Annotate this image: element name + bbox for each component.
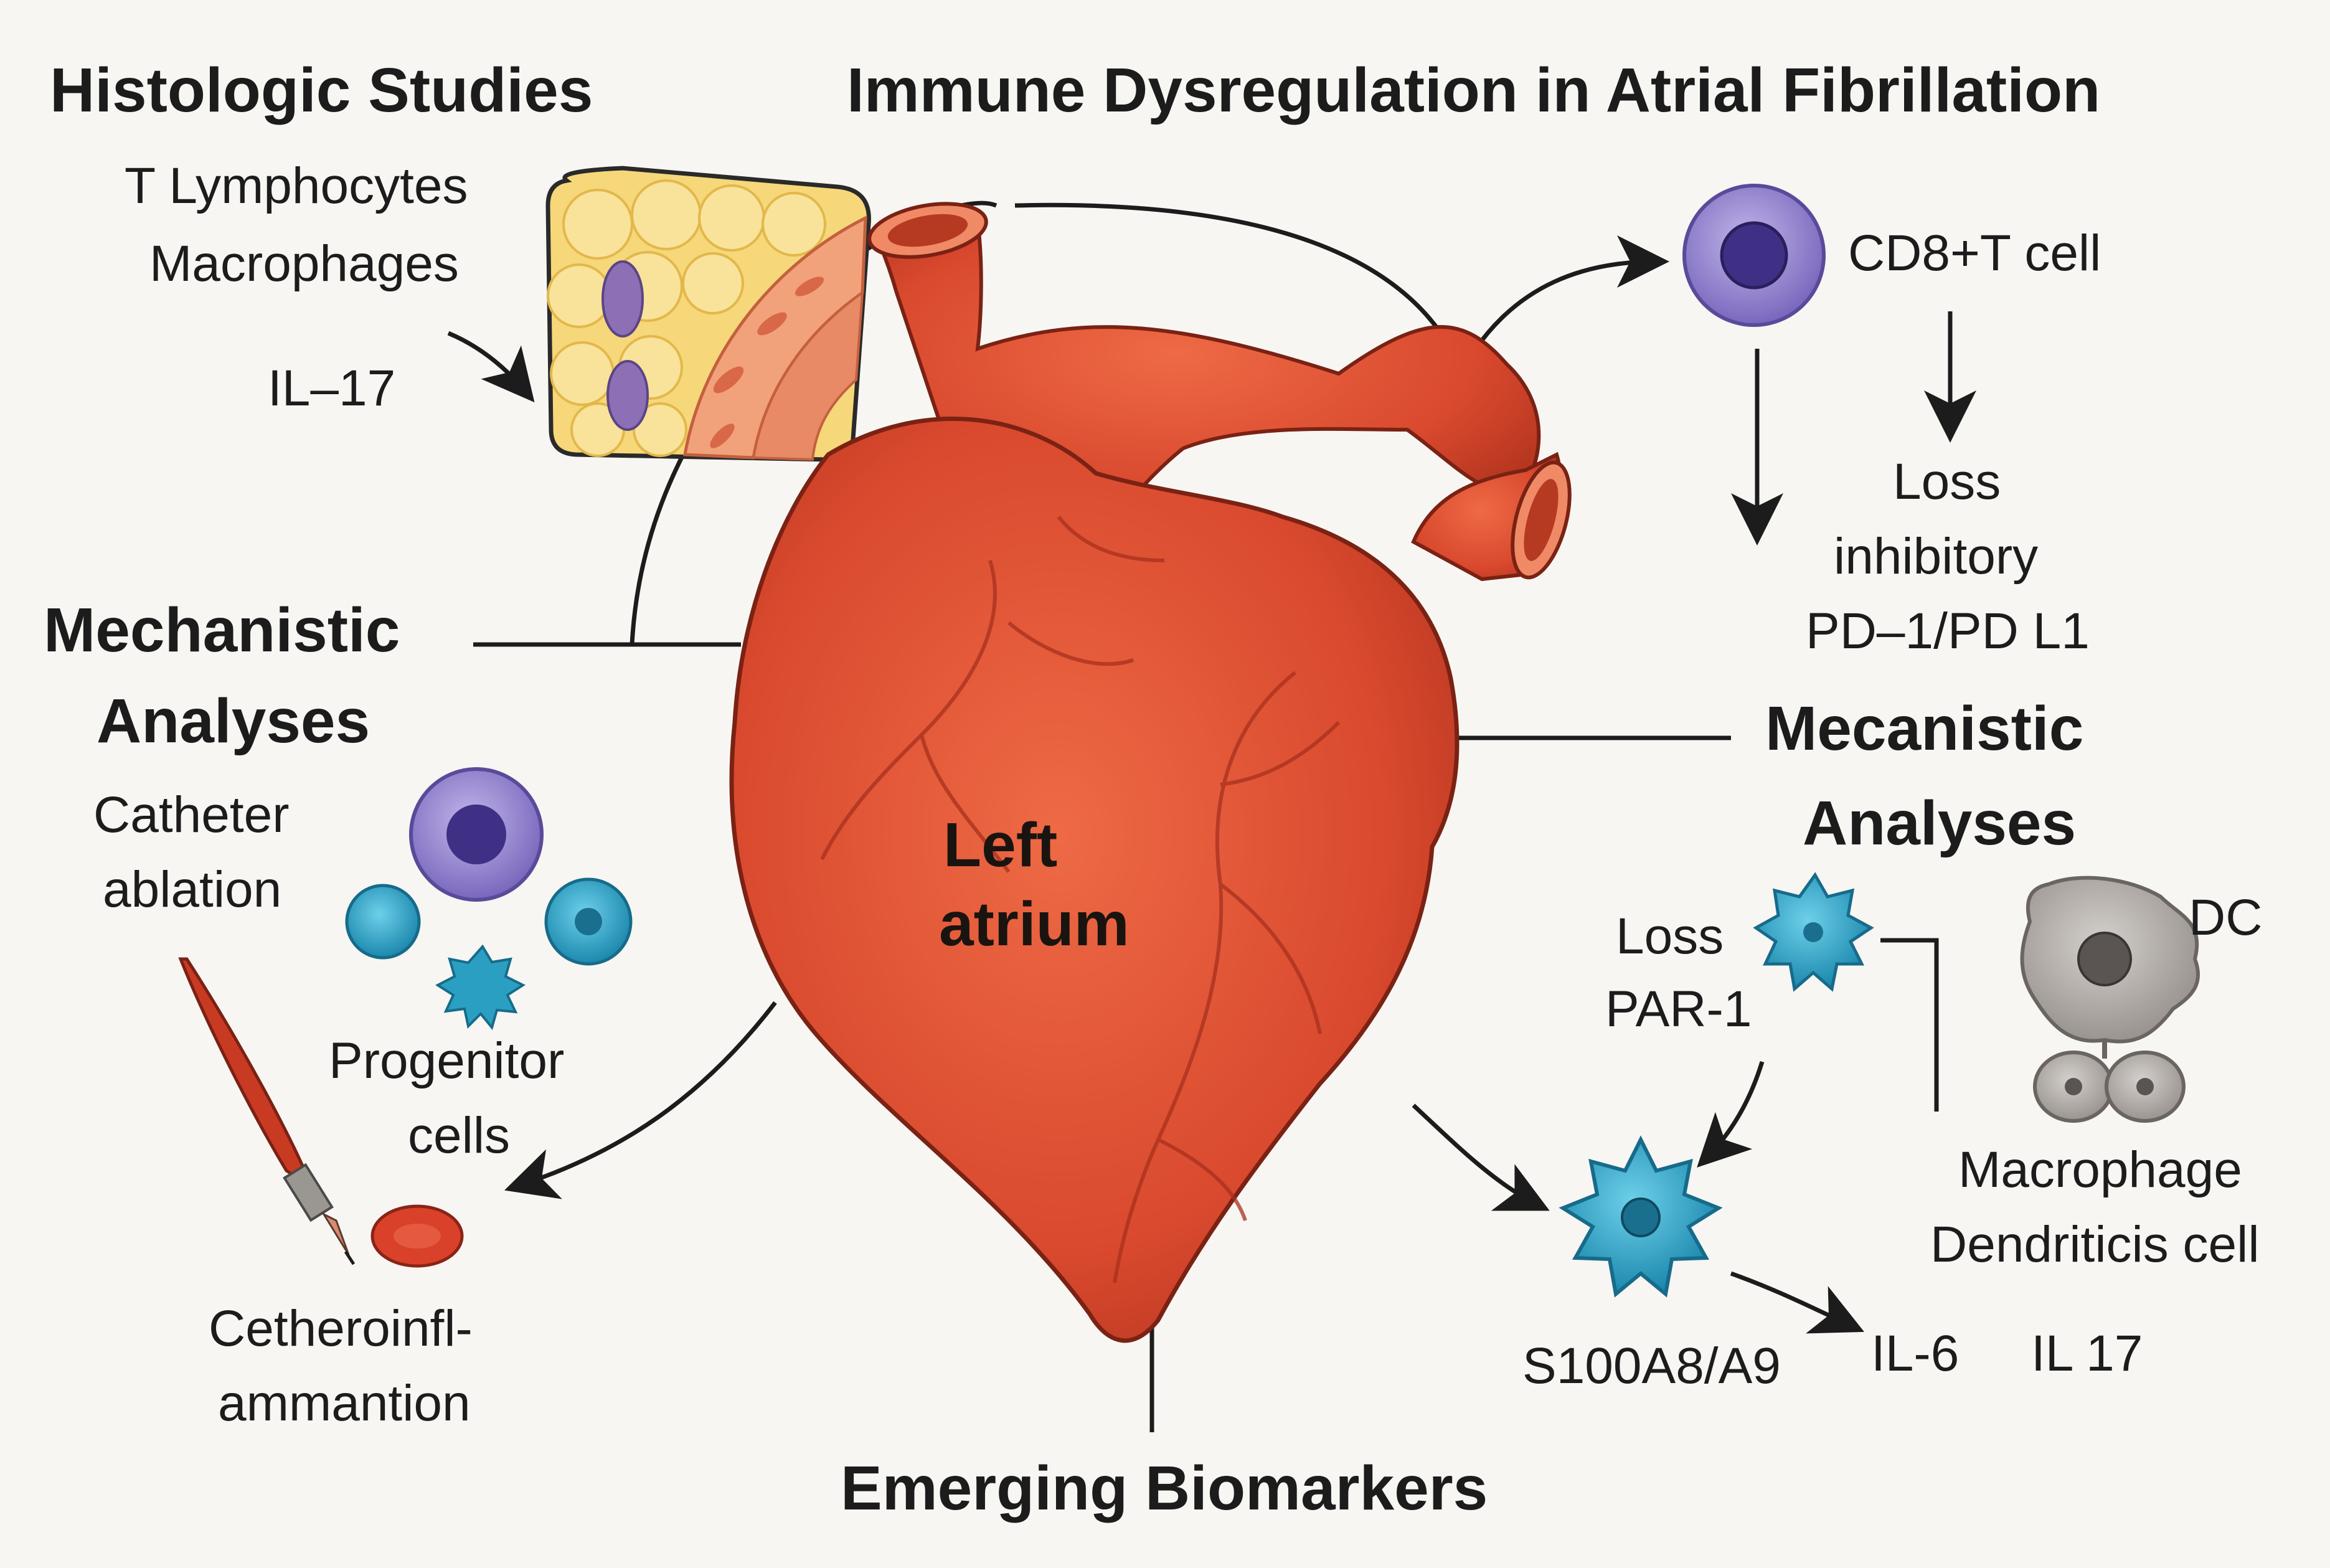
s100-cell-image — [1559, 1135, 1723, 1298]
progenitor-cells-image — [345, 767, 633, 1031]
t-lymphocytes-label: T Lymphocytes — [125, 158, 468, 214]
catheter-image — [178, 957, 356, 1265]
arc-right-line — [1014, 202, 1453, 350]
left-atrium-line1: Left — [943, 810, 1058, 880]
par1-label: PAR-1 — [1605, 981, 1752, 1037]
ammantion-label: ammantion — [218, 1375, 471, 1432]
cd8-t-cell-label: CD8+T cell — [1848, 225, 2101, 281]
histologic-studies-heading: Histologic Studies — [50, 55, 593, 125]
il17-right-label: IL 17 — [2031, 1325, 2143, 1382]
diagram-title: Immune Dysregulation in Atrial Fibrillat… — [847, 55, 2101, 125]
pd1-pdl1-label: PD–1/PD L1 — [1806, 603, 2090, 659]
il17-left-label: IL–17 — [268, 360, 396, 417]
mecanistic-analyses-line2: Analyses — [1803, 788, 2077, 858]
lymphocyte-cell — [601, 260, 644, 338]
il17-arrow — [447, 331, 535, 403]
progenitor-label: Progenitor — [329, 1032, 565, 1089]
macrophages-label: Macrophages — [149, 235, 459, 292]
par1-s100-arrow — [1697, 1060, 1765, 1168]
spiky-progenitor-cell — [435, 944, 526, 1031]
ablation-label: ablation — [103, 861, 282, 918]
mecanistic-analyses-line1: Mecanistic — [1765, 694, 2084, 763]
par1-bracket — [1880, 938, 1939, 1112]
dc-macrophage-image — [2020, 876, 2200, 1123]
mechanistic-analyses-line2: Analyses — [97, 686, 370, 756]
dendriticis-cell-label: Dendriticis cell — [1930, 1216, 2260, 1273]
il6-label: IL-6 — [1871, 1325, 1960, 1382]
heart-s100-arrow — [1412, 1103, 1550, 1211]
cd8-arrow — [1474, 235, 1669, 351]
s100a8-a9-label: S100A8/A9 — [1522, 1338, 1781, 1394]
mechanistic-analyses-line1: Mechanistic — [44, 595, 400, 665]
macrophage-cell — [606, 360, 649, 431]
cetheroinfl-label: Cetheroinfl- — [209, 1300, 473, 1357]
histology-tissue-image — [545, 166, 871, 462]
loss-inhibitory-line2: inhibitory — [1834, 528, 2039, 585]
loss-inhibitory-line1: Loss — [1893, 453, 2001, 510]
par1-cell-image — [1753, 872, 1874, 992]
heart-illustration — [729, 202, 1572, 1343]
red-blood-cell-image — [370, 1204, 464, 1268]
cd8-t-cell-image — [1682, 184, 1826, 327]
loss-par1-line1: Loss — [1616, 908, 1724, 965]
emerging-biomarkers-heading: Emerging Biomarkers — [841, 1453, 1488, 1523]
cells-label: cells — [408, 1107, 511, 1164]
arrows — [447, 235, 1976, 1334]
catheter-label: Catheter — [93, 786, 290, 843]
macrophage-label: Macrophage — [1958, 1141, 2242, 1198]
progenitor-arrow — [504, 1001, 777, 1199]
left-atrium-line2: atrium — [939, 889, 1130, 959]
s100-il6-arrow — [1730, 1271, 1865, 1334]
dc-label: DC — [2189, 889, 2263, 946]
